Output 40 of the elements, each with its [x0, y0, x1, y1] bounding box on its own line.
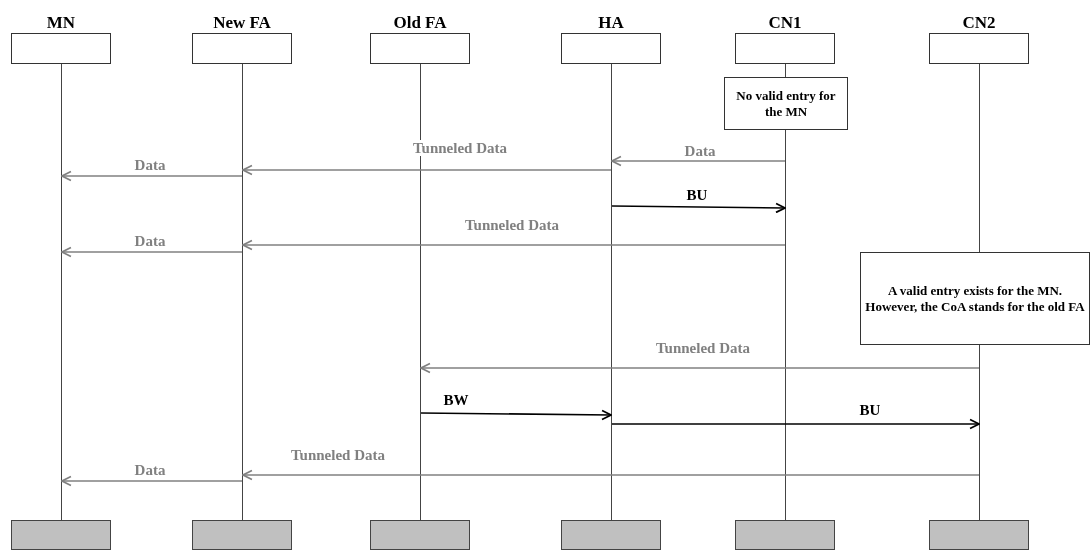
edge-label: BW: [441, 392, 471, 408]
message-arrow: [611, 202, 786, 214]
edge-label: Data: [682, 143, 718, 159]
participant-name: MN: [46, 14, 76, 32]
message-arrow: [242, 469, 980, 481]
lifeline-end-box: [561, 520, 661, 550]
message-arrow: [242, 164, 612, 176]
message-arrow: [420, 409, 612, 421]
edge-label: Data: [132, 462, 168, 478]
lifeline-end-box: [370, 520, 470, 550]
lifeline: [61, 64, 62, 520]
note-box: A valid entry exists for the MN. However, the CoA stands for the old FA: [860, 252, 1090, 345]
lifeline-end-box: [735, 520, 835, 550]
edge-label: BU: [684, 187, 710, 203]
edge-label: Tunneled Data: [288, 447, 388, 463]
edge-label: Data: [132, 233, 168, 249]
participant-name: CN2: [962, 14, 996, 32]
message-arrow: [611, 155, 786, 167]
participant-name: CN1: [768, 14, 802, 32]
lifeline: [242, 64, 243, 520]
lifeline-end-box: [11, 520, 111, 550]
message-arrow: [611, 418, 980, 430]
lifeline-end-box: [929, 520, 1029, 550]
message-arrow: [242, 239, 786, 251]
message-arrow: [420, 362, 980, 374]
edge-label: Tunneled Data: [410, 140, 510, 156]
edge-label: Data: [132, 157, 168, 173]
participant-name: HA: [598, 14, 624, 32]
participant-name: New FA: [213, 14, 271, 32]
edge-label: Tunneled Data: [462, 217, 562, 233]
edge-label: BU: [857, 402, 883, 418]
note-box: No valid entry for the MN: [724, 77, 848, 130]
participant-name: Old FA: [393, 14, 447, 32]
message-arrow: [61, 475, 243, 487]
lifeline: [420, 64, 421, 520]
message-arrow: [61, 170, 243, 182]
message-arrow: [61, 246, 243, 258]
lifeline-end-box: [192, 520, 292, 550]
edge-label: Tunneled Data: [653, 340, 753, 356]
lifeline: [611, 64, 612, 520]
